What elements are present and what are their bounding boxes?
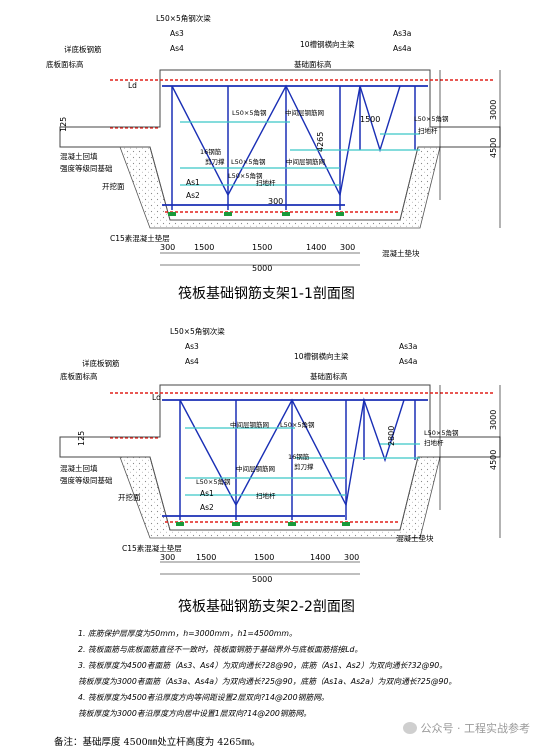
- label-sweep-b-1: 扫地杆: [256, 178, 276, 187]
- dim-300-a-1: 300: [160, 243, 175, 252]
- dim-1500-a-2: 1500: [196, 553, 216, 562]
- dim-1500-b-2: 1500: [254, 553, 274, 562]
- label-concrete-pad-1: 混凝土垫块: [382, 248, 420, 258]
- label-channel-2: 10槽钢横向主梁: [294, 351, 349, 361]
- note-2: 2. 筏板面筋与底板面筋直径不一致时，筏板面钢筋于基础界外与底板面筋搭接Ld。: [78, 645, 363, 654]
- dim-5000-1: 5000: [252, 264, 272, 273]
- note-3-cont: 筏板厚度为3000者面筋（As3a、As4a）为双向通长?25@90，底筋（As…: [78, 677, 457, 686]
- label-sweep-a-2: 扫地杆: [424, 438, 444, 447]
- dim-4265-1: 4265: [316, 132, 325, 152]
- label-ld-1: Ld: [128, 81, 137, 90]
- label-foundation-elev-2: 基础面标高: [310, 371, 348, 381]
- label-detail-rebar-1: 详底板钢筋: [64, 44, 102, 54]
- dim-1500-c-1: 1500: [360, 115, 380, 124]
- label-as3-2: As3: [185, 342, 199, 351]
- note-3: 3. 筏板厚度为4500者面筋（As3、As4）为双向通长?28@90，底筋（A…: [78, 661, 448, 670]
- label-backfill-1b: 强度等级同基础: [60, 163, 113, 173]
- note-4-cont: 筏板厚度为3000者沿厚度方向居中设置1层双向?14@200钢筋网。: [78, 709, 312, 718]
- label-c15-1: C15素混凝土垫层: [110, 233, 170, 243]
- dim-300-a-2: 300: [160, 553, 175, 562]
- section-2-2-labels: L50×5角钢次梁 As3 As4 As3a As4a 详底板钢筋 底板面标高 …: [60, 326, 498, 615]
- label-as4a-1: As4a: [393, 44, 411, 53]
- c15-bedding: [119, 146, 441, 229]
- label-as3a-2: As3a: [399, 342, 417, 351]
- label-foundation-elev-1: 基础面标高: [294, 59, 332, 69]
- label-as4a-2: As4a: [399, 357, 417, 366]
- label-slab-elev-1: 底板面标高: [46, 59, 84, 69]
- watermark-text: 公众号 · 工程实战参考: [420, 722, 531, 735]
- label-as2-2: As2: [200, 503, 214, 512]
- label-l50-angle-b-2: L50×5角钢: [424, 428, 459, 437]
- label-backfill-1a: 混凝土回填: [60, 151, 98, 161]
- label-l50-angle-1: L50×5角钢: [232, 108, 267, 117]
- label-slab-elev-2: 底板面标高: [60, 371, 98, 381]
- label-as2-1: As2: [186, 191, 200, 200]
- label-concrete-pad-2: 混凝土垫块: [396, 533, 434, 543]
- section-1-1-labels: L50×5角钢次梁 As3 As4 As3a As4a 详底板钢筋 底板面标高 …: [46, 13, 498, 302]
- label-excavation-2: 开挖面: [118, 492, 141, 502]
- label-as4-1: As4: [170, 44, 184, 53]
- dim-1500-a-1: 1500: [194, 243, 214, 252]
- label-as1-1: As1: [186, 178, 200, 187]
- dim-1400-2: 1400: [310, 553, 330, 562]
- title-section-2-2: 筏板基础钢筋支架2-2剖面图: [178, 598, 355, 615]
- label-c15-2: C15素混凝土垫层: [122, 543, 182, 553]
- label-as3-1: As3: [170, 29, 184, 38]
- label-detail-rebar-2: 详底板钢筋: [82, 358, 120, 368]
- watermark: 公众号 · 工程实战参考: [402, 720, 531, 736]
- dim-1500-b-1: 1500: [252, 243, 272, 252]
- label-l50-angle-c-1: L50×5角钢: [231, 157, 266, 166]
- dim-4500-1: 4500: [489, 138, 498, 158]
- dim-300-c-1: 300: [268, 197, 283, 206]
- section-2-2: [59, 384, 501, 575]
- label-scissor-1: 剪刀撑: [205, 157, 225, 166]
- label-rebar16-2: 16钢筋: [288, 452, 310, 461]
- dim-3000-1: 3000: [489, 100, 498, 120]
- dim-5000-2: 5000: [252, 575, 272, 584]
- label-backfill-2a: 混凝土回填: [60, 463, 98, 473]
- label-l50-angle-d-1: L50×5角钢: [228, 171, 263, 180]
- label-middle-mesh-c-2: 中间层钢筋网: [236, 464, 275, 473]
- label-l50-angle-d-2: L50×5角钢: [196, 477, 231, 486]
- dim-2800-2: 2800: [387, 426, 396, 446]
- dim-1400-1: 1400: [306, 243, 326, 252]
- label-sweep-a-1: 扫地杆: [418, 126, 438, 135]
- dim-3000-2: 3000: [489, 410, 498, 430]
- label-as1-2: As1: [200, 489, 214, 498]
- label-middle-mesh-c-1: 中间层钢筋网: [286, 157, 325, 166]
- notes-block: 1. 底筋保护层厚度为50mm，h=3000mm，h1=4500mm。 2. 筏…: [78, 626, 538, 722]
- title-section-1-1: 筏板基础钢筋支架1-1剖面图: [178, 285, 355, 302]
- label-l50-secondary-1: L50×5角钢次梁: [156, 13, 211, 23]
- label-backfill-2b: 强度等级同基础: [60, 475, 113, 485]
- label-scissor-2: 剪刀撑: [294, 462, 314, 471]
- dim-300-b-2: 300: [344, 553, 359, 562]
- label-middle-mesh-2: 中间层钢筋网: [230, 420, 269, 429]
- note-1: 1. 底筋保护层厚度为50mm，h=3000mm，h1=4500mm。: [78, 629, 297, 638]
- label-l50-angle-2: L50×5角钢: [280, 420, 315, 429]
- label-l50-secondary-2: L50×5角钢次梁: [170, 326, 225, 336]
- label-sweep-b-2: 扫地杆: [256, 491, 276, 500]
- label-as3a-1: As3a: [393, 29, 411, 38]
- remark: 备注：基础厚度 4500㎜处立杆高度为 4265㎜。: [54, 737, 261, 748]
- label-excavation-1: 开挖面: [102, 181, 125, 191]
- wechat-icon: [402, 722, 417, 734]
- label-rebar16-1: 16钢筋: [200, 147, 222, 156]
- label-middle-mesh-1: 中间层钢筋网: [285, 108, 324, 117]
- dim-4500-2: 4500: [489, 450, 498, 470]
- label-ld-2: Ld: [152, 393, 161, 402]
- note-4: 4. 筏板厚度为4500者沿厚度方向等间距设置2层双向?14@200钢筋网。: [78, 693, 329, 702]
- label-as4-2: As4: [185, 357, 199, 366]
- section-1-1: [59, 69, 501, 266]
- dim-125-2: 125: [77, 431, 86, 446]
- concrete-pads: [168, 212, 344, 216]
- dim-300-b-1: 300: [340, 243, 355, 252]
- label-l50-angle-b-1: L50×5角钢: [414, 114, 449, 123]
- c15-bedding-2: [119, 456, 441, 539]
- label-channel-1: 10槽钢横向主梁: [300, 39, 355, 49]
- dim-125-1: 125: [59, 117, 68, 132]
